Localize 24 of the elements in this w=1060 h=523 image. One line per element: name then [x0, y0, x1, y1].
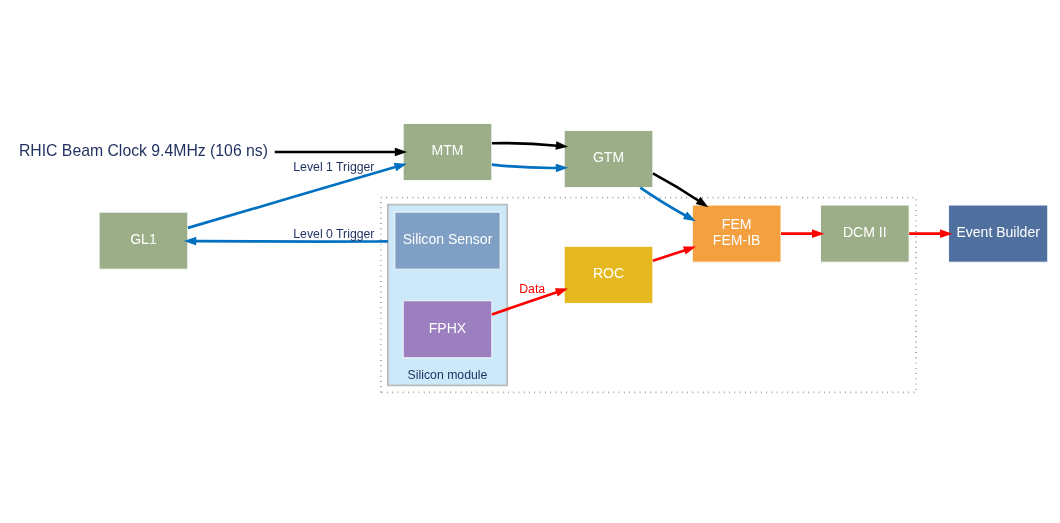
node-box: MTM — [402, 123, 493, 181]
arrow — [639, 186, 696, 222]
arrow — [491, 163, 569, 173]
arrow — [274, 147, 408, 157]
arrow — [491, 288, 568, 316]
node-box: GTM — [563, 130, 654, 188]
node-text: RHIC Beam Clock 9.4MHz (106 ns) — [18, 141, 268, 159]
node-box: FEM FEM-IB — [691, 204, 782, 263]
edge-label: Level 1 Trigger — [293, 159, 375, 174]
node-box: GL1 — [98, 211, 189, 270]
node-box: Event Builder — [948, 204, 1049, 263]
arrow — [491, 141, 569, 150]
arrow — [909, 229, 953, 238]
edge-label: Level 0 Trigger — [293, 227, 375, 242]
node-box: ROC — [563, 245, 654, 304]
arrow — [187, 163, 407, 230]
arrow — [781, 229, 825, 238]
node-box: FPHX — [402, 300, 493, 359]
arrow — [183, 236, 388, 246]
node-box: DCM II — [820, 204, 910, 263]
arrow — [652, 246, 696, 262]
edge-label: Data — [519, 282, 546, 297]
node-box: Silicon Sensor — [394, 211, 501, 270]
arrow — [652, 172, 709, 208]
